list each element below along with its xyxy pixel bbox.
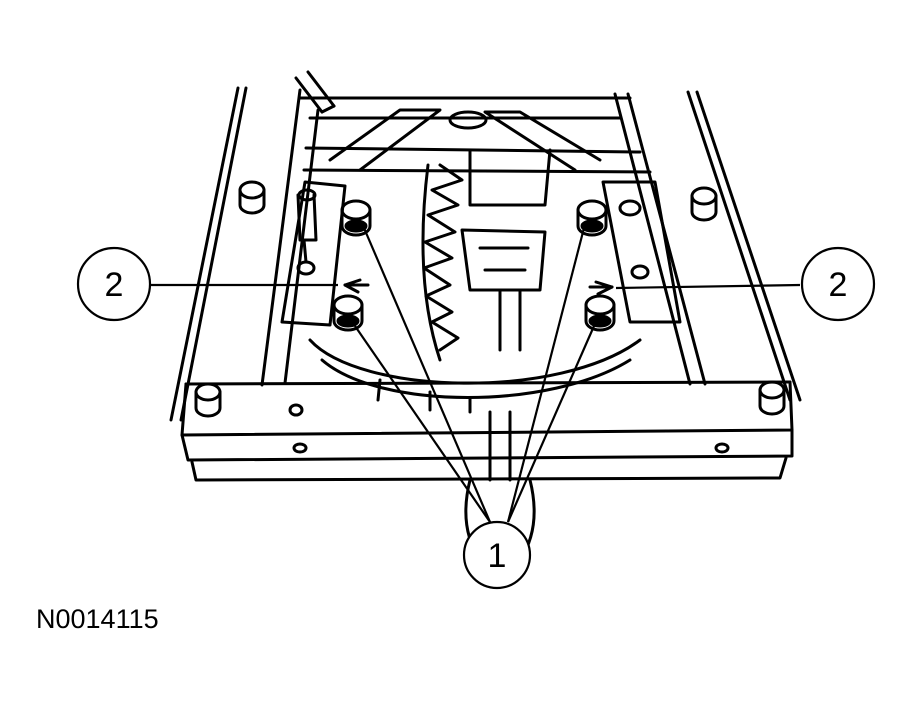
top-shaft (294, 70, 488, 130)
bearing-cap-bolts (332, 199, 616, 332)
frame-rails (169, 86, 802, 422)
figure-id: N0014115 (36, 604, 159, 634)
leader-lines (151, 227, 801, 523)
alignment-arrows (343, 278, 614, 296)
leader-1-c (506, 227, 586, 523)
callout-1-label: 1 (488, 537, 507, 575)
side-plates (280, 180, 682, 327)
callout-2-right-label: 2 (829, 266, 848, 304)
frame-studs (194, 180, 786, 454)
callout-2-right: 2 (800, 246, 876, 322)
leader-1-a (362, 227, 492, 523)
carrier-frame (260, 88, 707, 387)
leader-1-d (506, 325, 596, 523)
leader-1-b (354, 325, 491, 523)
adjuster-pin (296, 188, 318, 264)
callout-1: 1 (462, 520, 532, 590)
bolt-lower-right (584, 294, 616, 332)
bolt-upper-left (340, 199, 372, 237)
bolt-upper-right (576, 199, 608, 237)
ring-gear (421, 148, 552, 362)
callout-2-left: 2 (76, 246, 152, 322)
leader-2-right (615, 283, 801, 290)
housing-flange (308, 338, 642, 414)
callout-2-left-label: 2 (105, 266, 124, 304)
bolt-lower-left (332, 294, 364, 332)
